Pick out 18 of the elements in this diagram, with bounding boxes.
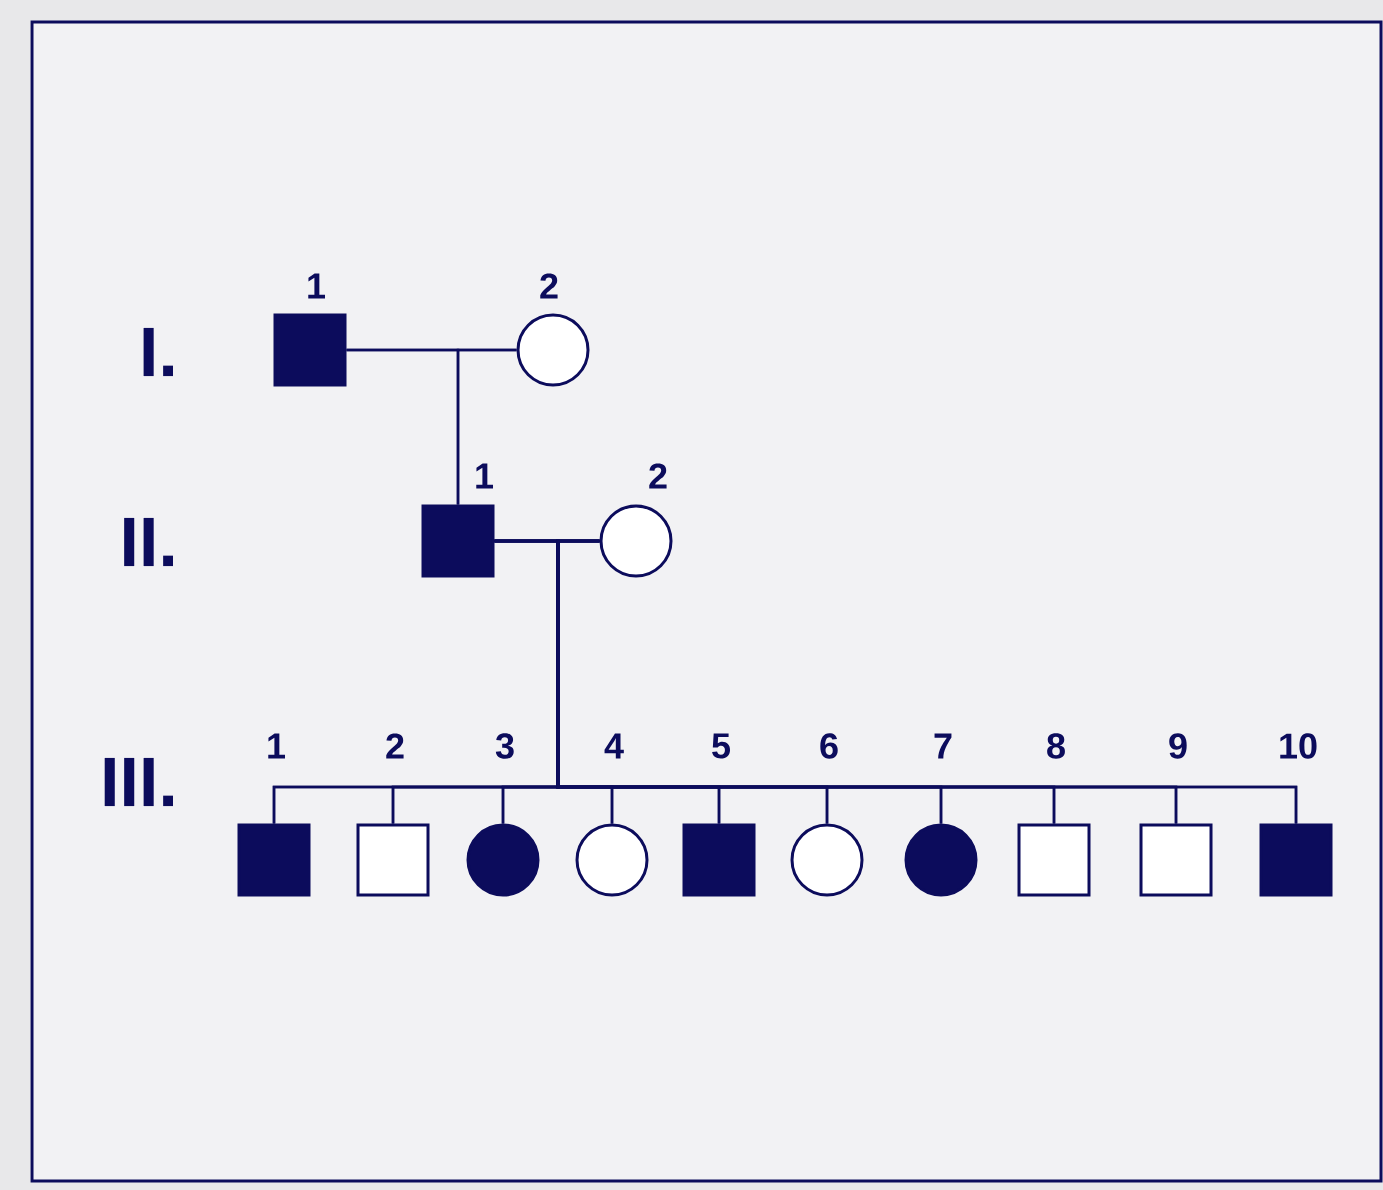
individual-number: 1: [268, 733, 285, 759]
individual-number: 1: [308, 273, 325, 299]
individual-number: 1: [476, 463, 493, 489]
individual-number: 7: [934, 733, 952, 759]
individual-number: 6: [820, 733, 838, 759]
individual-number: 8: [1047, 733, 1065, 759]
generation-label: I.: [143, 327, 173, 377]
individual-number: 2: [540, 273, 558, 299]
individual-number: 2: [649, 463, 667, 489]
generation-label: III.: [104, 757, 174, 807]
individual-number: 5: [712, 733, 730, 759]
descent-line: [456, 348, 517, 505]
individual-number: 2: [386, 733, 404, 759]
individual-number: 3: [495, 733, 514, 759]
generation-label: II.: [124, 517, 173, 567]
individual-number: 10: [1280, 733, 1317, 759]
individual-number: 9: [1169, 733, 1187, 759]
individual-number: 4: [604, 733, 624, 759]
